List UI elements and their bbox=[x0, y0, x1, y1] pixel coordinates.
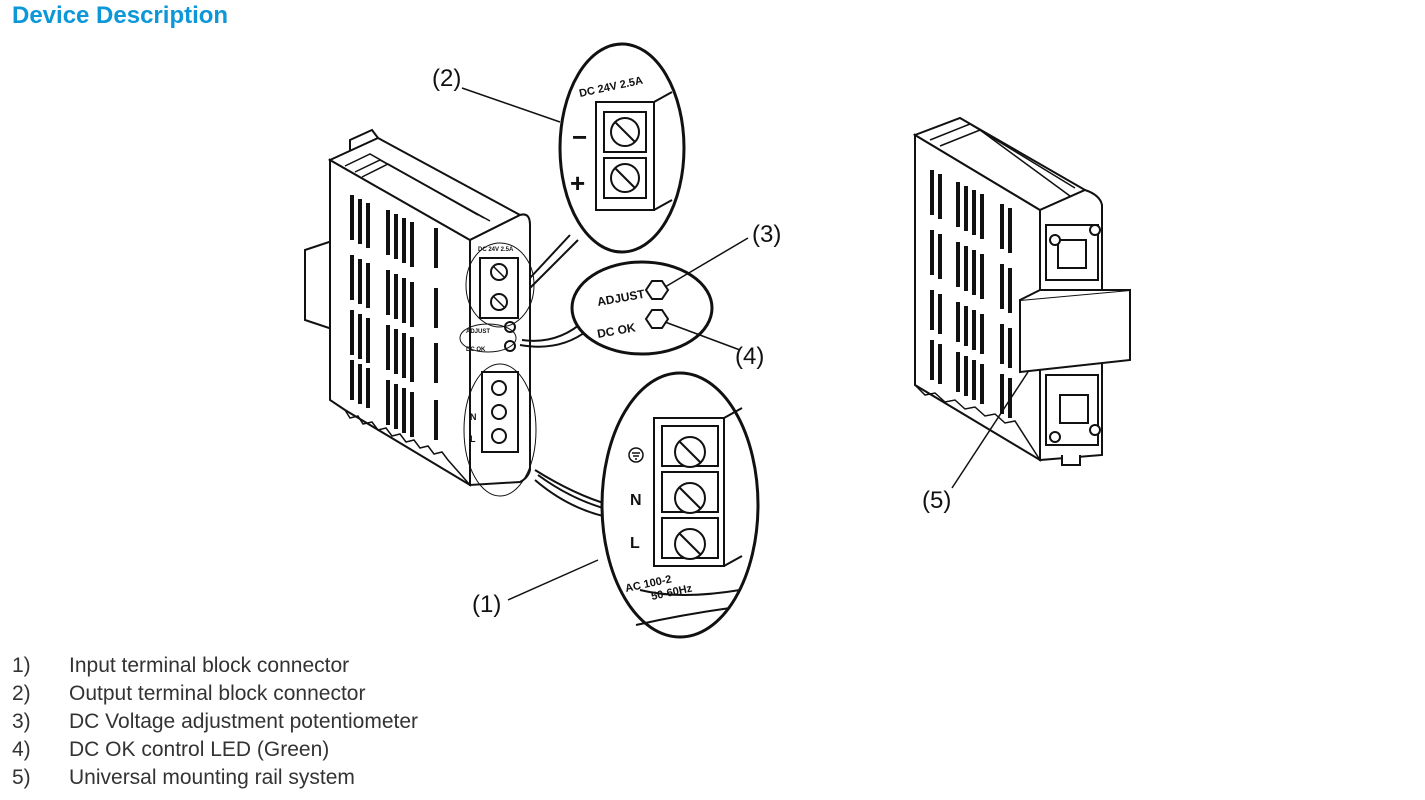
legend-number: 2) bbox=[12, 682, 31, 705]
input-n-label: N bbox=[630, 492, 642, 509]
legend-item: 1) Input terminal block connector bbox=[12, 652, 418, 680]
callout-4: (4) bbox=[735, 343, 764, 370]
legend-item: 2) Output terminal block connector bbox=[12, 680, 418, 708]
output-plus-symbol: + bbox=[570, 168, 585, 198]
front-l-mini: L bbox=[470, 434, 476, 444]
ground-icon bbox=[628, 447, 644, 463]
input-l-label: L bbox=[630, 535, 640, 552]
output-minus-symbol: − bbox=[572, 122, 587, 152]
legend-number: 1) bbox=[12, 654, 31, 677]
legend-list: 1) Input terminal block connector 2) Outpu… bbox=[12, 652, 418, 792]
callout-lines bbox=[461, 87, 1029, 601]
front-dcok-mini: DC OK bbox=[466, 347, 486, 353]
front-rating-mini: DC 24V 2.5A bbox=[478, 247, 514, 253]
legend-text: DC Voltage adjustment potentiometer bbox=[69, 710, 419, 733]
legend-item: 5) Universal mounting rail system bbox=[12, 764, 418, 792]
dcok-led-icon bbox=[644, 309, 670, 329]
callout-2: (2) bbox=[432, 65, 461, 92]
callout-5: (5) bbox=[922, 487, 951, 514]
adjust-panel-magnifier: ADJUST DC OK bbox=[570, 260, 714, 356]
output-terminal-magnifier: DC 24V 2.5A − + bbox=[558, 42, 686, 254]
dcok-label: DC OK bbox=[596, 320, 637, 341]
legend-number: 5) bbox=[12, 766, 31, 789]
front-n-mini: N bbox=[470, 412, 477, 422]
page-title: Device Description bbox=[12, 2, 229, 29]
adjust-potentiometer-icon bbox=[644, 280, 670, 300]
legend-text: DC OK control LED (Green) bbox=[69, 738, 330, 761]
legend-number: 4) bbox=[12, 738, 31, 761]
rear-device-drawing bbox=[912, 116, 1131, 466]
legend-text: Universal mounting rail system bbox=[69, 766, 355, 789]
callout-1: (1) bbox=[472, 591, 501, 618]
legend-text: Output terminal block connector bbox=[69, 682, 366, 705]
device-figure: DC 24V 2.5A ADJUST DC OK N L DC 24V 2.5A bbox=[304, 42, 1131, 639]
legend-item: 3) DC Voltage adjustment potentiometer bbox=[12, 708, 418, 736]
callout-3: (3) bbox=[752, 221, 781, 248]
front-device-drawing bbox=[304, 128, 537, 497]
legend-number: 3) bbox=[12, 710, 31, 733]
legend-text: Input terminal block connector bbox=[69, 654, 350, 677]
front-adjust-mini: ADJUST bbox=[466, 329, 490, 335]
input-terminal-magnifier: N L AC 100-2 50-60Hz bbox=[600, 371, 760, 639]
legend-item: 4) DC OK control LED (Green) bbox=[12, 736, 418, 764]
